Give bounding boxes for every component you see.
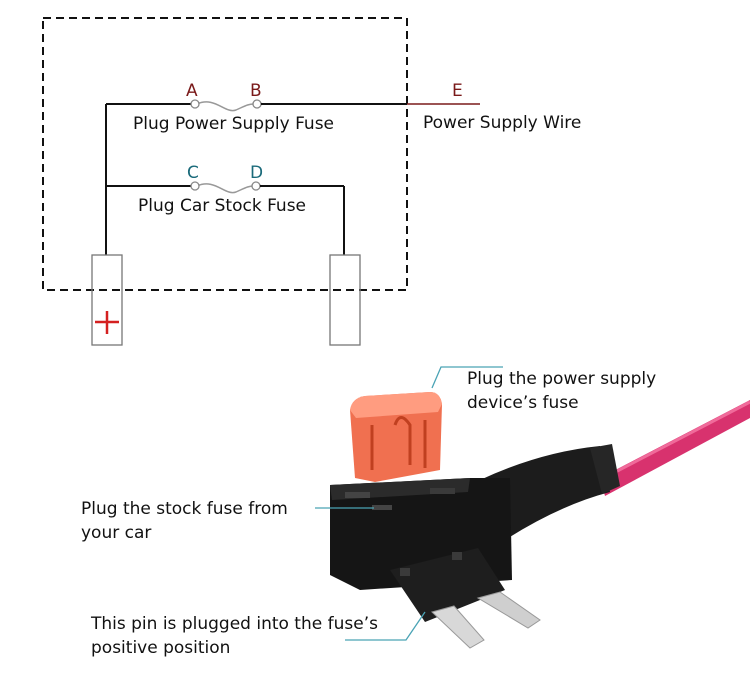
- callout-power-fuse: Plug the power supply device’s fuse: [467, 367, 656, 415]
- dashed-enclosure: [42, 17, 408, 291]
- fuse-tap-photo: [330, 392, 750, 649]
- red-wire: [600, 400, 750, 496]
- callout-line-bottom: [345, 611, 426, 641]
- callout-stock-fuse-line2: your car: [81, 523, 152, 543]
- callout-pin-line2: positive position: [91, 638, 231, 658]
- callout-stock-fuse: Plug the stock fuse from your car: [81, 497, 288, 545]
- blade-pin-right: [476, 591, 541, 629]
- terminal-b: [252, 99, 262, 109]
- power-fuse-label: Plug Power Supply Fuse: [133, 114, 335, 134]
- callout-stock-fuse-line1: Plug the stock fuse from: [81, 499, 288, 519]
- positive-icon: [95, 311, 119, 334]
- blade-pin-left: [431, 605, 485, 649]
- heat-shrink: [480, 446, 610, 540]
- fuse-stock-link: [196, 183, 255, 194]
- callout-power-fuse-line1: Plug the power supply: [467, 369, 657, 389]
- holder-base: [390, 548, 505, 622]
- terminal-a: [190, 99, 200, 109]
- terminal-c: [190, 181, 200, 191]
- stock-fuse-label: Plug Car Stock Fuse: [138, 196, 307, 216]
- supply-wire-label: Power Supply Wire: [423, 113, 582, 133]
- point-a-label: A: [186, 81, 198, 101]
- callout-pin-line1: This pin is plugged into the fuse’s: [91, 614, 378, 634]
- callout-power-fuse-line2: device’s fuse: [467, 393, 579, 413]
- terminal-d: [251, 181, 261, 191]
- blade-left: [91, 254, 123, 346]
- callout-pin: This pin is plugged into the fuse’s posi…: [91, 612, 378, 660]
- point-c-label: C: [187, 163, 199, 183]
- callout-line-top: [431, 366, 503, 389]
- point-d-label: D: [250, 163, 264, 183]
- point-b-label: B: [250, 81, 262, 101]
- point-e-label: E: [452, 81, 463, 101]
- blade-right: [329, 254, 361, 346]
- fuse-power-supply-link: [196, 101, 255, 112]
